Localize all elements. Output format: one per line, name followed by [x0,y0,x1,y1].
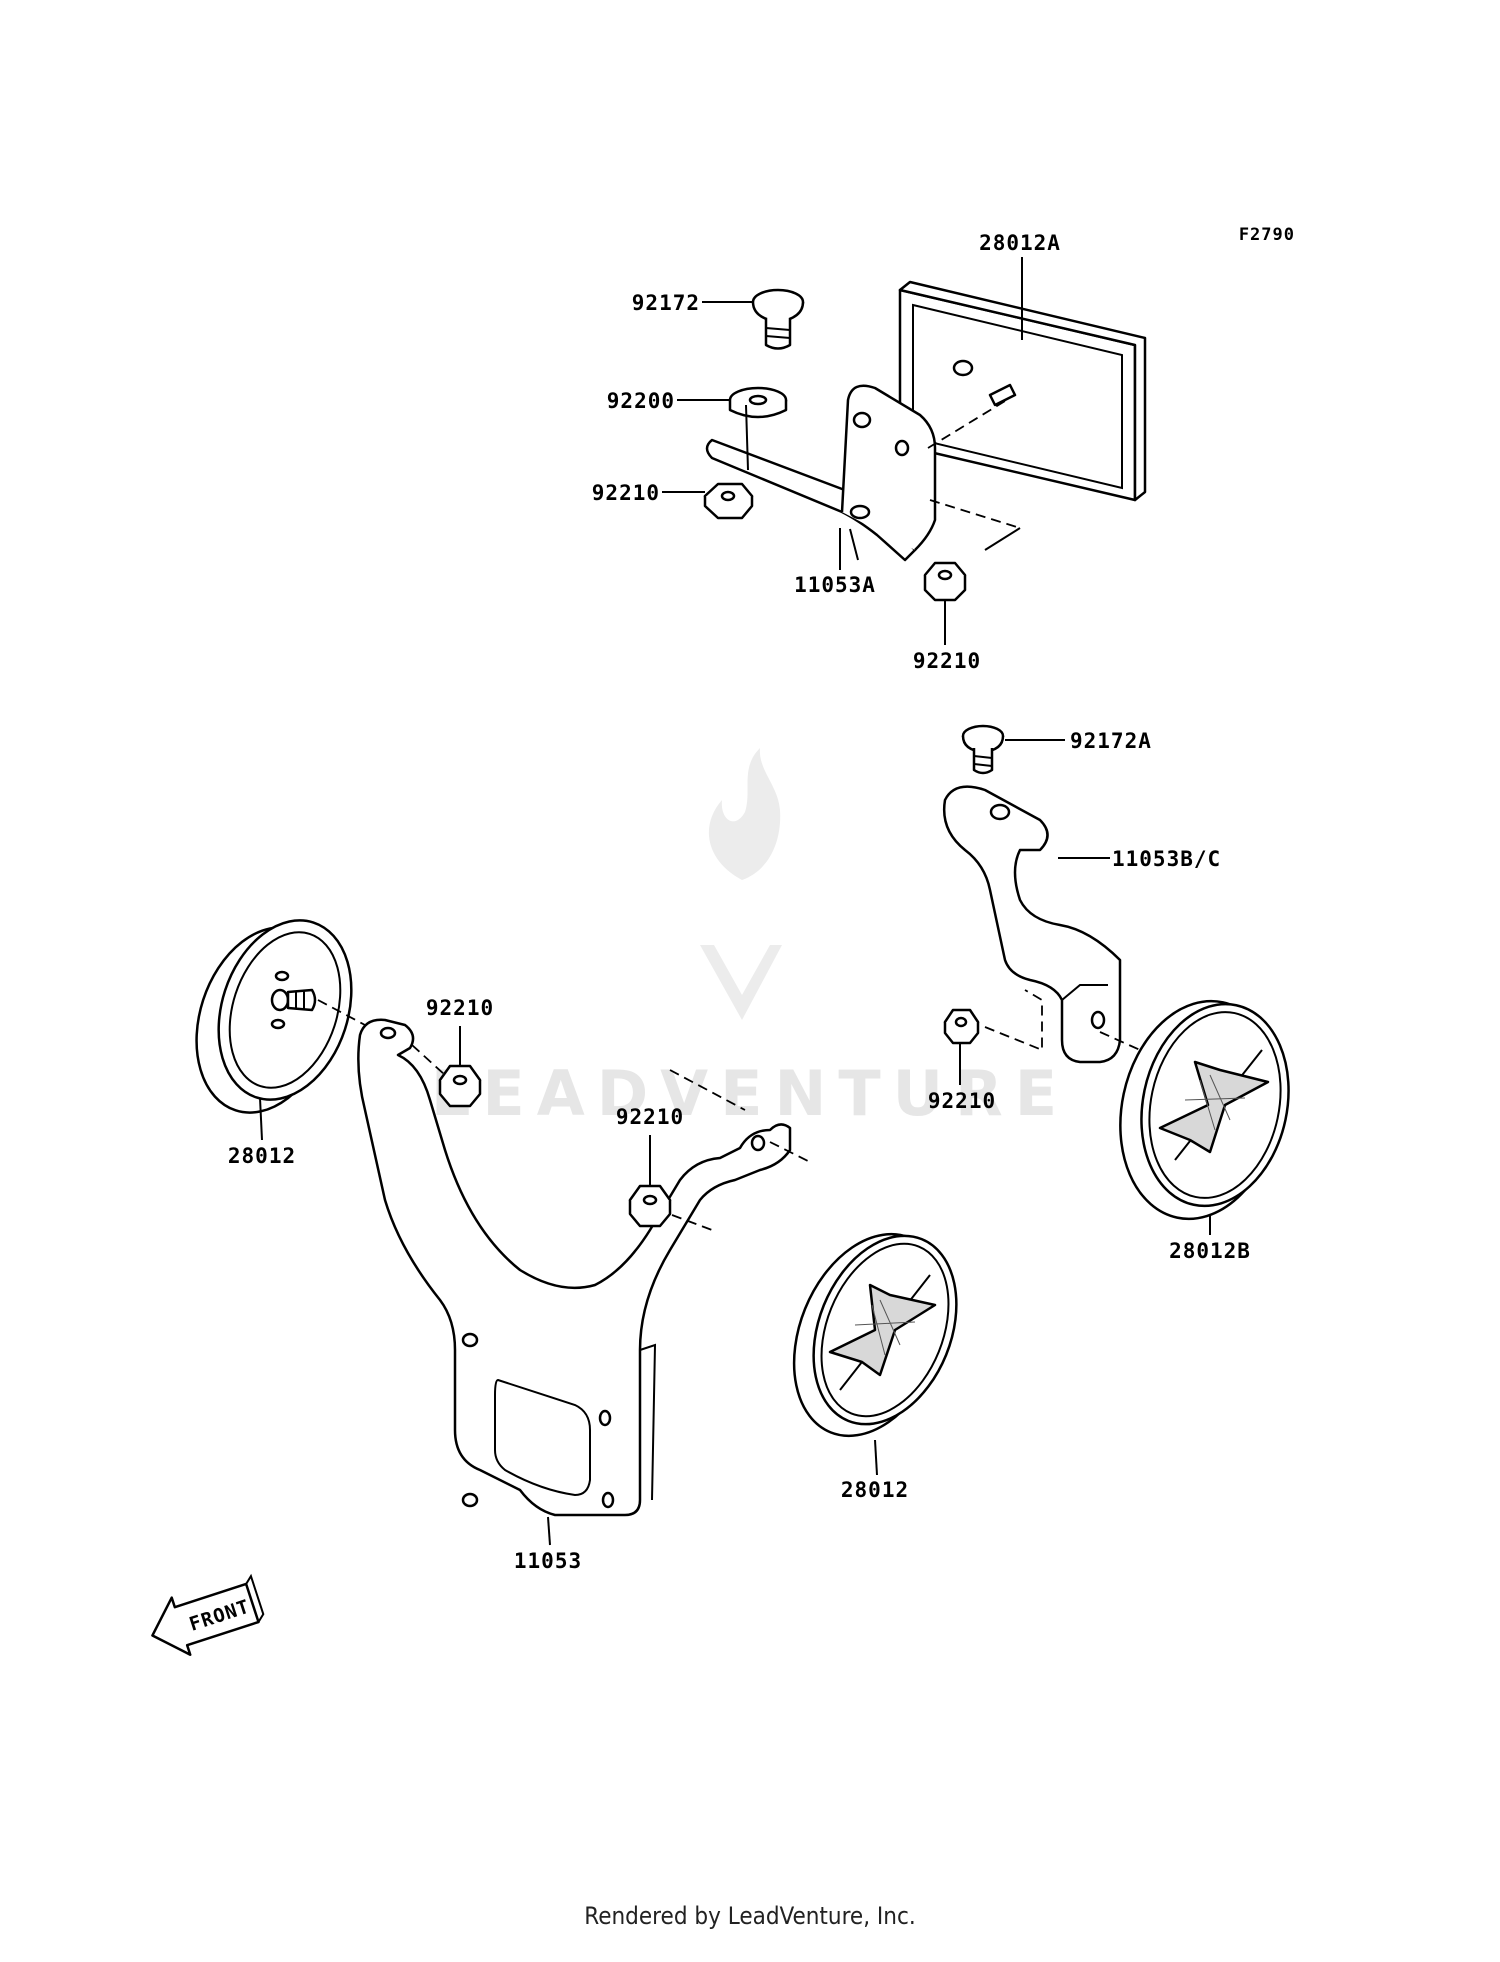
callout-11053B-C: 11053B/C [1112,847,1221,871]
watermark-text: LEADVENTURE [431,1057,1069,1130]
bolt-92172 [751,288,805,350]
callout-28012-left: 28012 [228,1144,296,1168]
callout-92210-mid: 92210 [616,1105,684,1129]
callout-28012B: 28012B [1169,1239,1251,1263]
bracket-11053B-C [942,785,1122,1064]
callout-11053: 11053 [514,1549,582,1573]
bolt-92172A [961,724,1005,775]
callout-92210-top: 92210 [592,481,660,505]
grommet-92200 [728,386,788,419]
nut-92210-top-left [703,482,754,520]
reflector-28012A [898,280,1147,502]
front-arrow[interactable]: FRONT [143,1572,268,1664]
callout-92210-nut: 92210 [913,649,981,673]
watermark: LEADVENTURE [431,748,1069,1130]
nut-92210-bracket [923,561,967,602]
figure-code: F2790 [1239,225,1295,245]
callout-92210-right: 92210 [928,1089,996,1113]
callout-92172: 92172 [632,291,700,315]
callout-28012-mid: 28012 [841,1478,909,1502]
reflector-28012-left [195,919,353,1114]
callout-28012A: 28012A [979,231,1061,255]
callout-92210-left: 92210 [426,996,494,1020]
nut-92210-right [943,1008,980,1045]
callout-11053A: 11053A [794,573,876,597]
callout-92172A: 92172A [1070,729,1152,753]
bracket-11053 [357,1018,792,1517]
footer-credit: Rendered by LeadVenture, Inc. [584,1902,916,1930]
bracket-11053A [705,384,937,562]
nut-92210-mid [628,1184,672,1228]
reflector-28012B [1119,999,1290,1221]
reflector-28012-mid [792,1232,958,1438]
callout-92200: 92200 [607,389,675,413]
nut-92210-left [438,1064,482,1108]
